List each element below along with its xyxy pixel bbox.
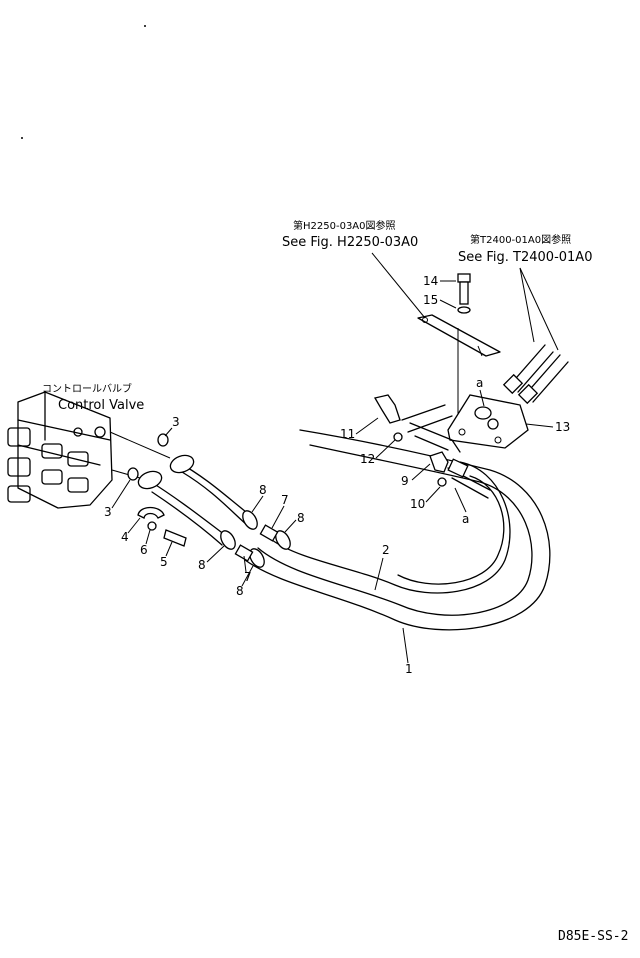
tube-nut bbox=[502, 373, 524, 395]
callout-8a: 8 bbox=[259, 483, 267, 497]
valve-port-line bbox=[109, 431, 171, 459]
callout-15: 15 bbox=[423, 293, 438, 307]
ref-left-en: See Fig. H2250-03A0 bbox=[282, 235, 418, 250]
callout-9: 9 bbox=[401, 474, 409, 488]
hose-2-inner bbox=[397, 475, 505, 585]
block-hole bbox=[494, 436, 502, 444]
control-valve-body bbox=[7, 391, 113, 509]
callout-2: 2 bbox=[382, 543, 390, 557]
hose-lower-edge bbox=[151, 491, 223, 546]
hose-to-block bbox=[401, 404, 453, 433]
callout-6: 6 bbox=[140, 543, 148, 557]
tube-nut bbox=[517, 383, 539, 405]
ref-left-jp: 第H2250-03A0図参照 bbox=[293, 219, 396, 232]
callout-14: 14 bbox=[423, 274, 438, 288]
hose-upper-edge bbox=[181, 471, 248, 526]
callout-7a: 7 bbox=[281, 493, 289, 507]
plate bbox=[417, 314, 501, 357]
clamp-part-8 bbox=[242, 510, 258, 530]
callouts: 1 2 3 3 4 5 6 7 7 8 8 8 8 9 10 11 12 13 bbox=[104, 274, 570, 676]
hose-1-outer bbox=[244, 429, 551, 631]
callout-11: 11 bbox=[340, 427, 355, 441]
block-port bbox=[487, 418, 499, 430]
hose-nut bbox=[447, 458, 469, 478]
clamp-part-8 bbox=[220, 530, 236, 550]
callout-7b: 7 bbox=[244, 570, 252, 584]
o-ring-part-10 bbox=[437, 477, 447, 487]
bolt-head-part-14 bbox=[457, 273, 471, 283]
ref-right-jp: 第T2400-01A0図参照 bbox=[470, 233, 571, 246]
callout-4: 4 bbox=[121, 530, 129, 544]
plate-mark bbox=[477, 345, 483, 357]
hose-end bbox=[409, 422, 461, 453]
hose-lower bbox=[147, 479, 226, 536]
callout-3b: 3 bbox=[104, 505, 112, 519]
block-port bbox=[474, 406, 492, 420]
speck bbox=[144, 25, 146, 27]
callout-13: 13 bbox=[555, 420, 570, 434]
hose-1-inner bbox=[257, 444, 533, 616]
sleeve-part-7 bbox=[234, 544, 254, 562]
callout-1: 1 bbox=[405, 662, 413, 676]
flange-upper bbox=[169, 454, 195, 474]
callout-a-upper: a bbox=[476, 376, 483, 390]
washer-part-15 bbox=[457, 306, 471, 314]
flange-lower bbox=[137, 470, 163, 490]
leader-ref-left bbox=[371, 252, 426, 319]
drawing-code: D85E-SS-2 bbox=[558, 929, 628, 944]
bolt-shank-part-14 bbox=[459, 281, 469, 305]
callout-8b: 8 bbox=[297, 511, 305, 525]
o-ring-part-3 bbox=[157, 433, 169, 447]
o-ring-part-12 bbox=[393, 432, 403, 442]
clamp-part-8 bbox=[249, 548, 265, 568]
hose-2 bbox=[271, 461, 511, 594]
block-hole bbox=[458, 428, 466, 436]
callout-3a: 3 bbox=[172, 415, 180, 429]
ref-right-en: See Fig. T2400-01A0 bbox=[458, 250, 592, 265]
half-clamp-part-4 bbox=[137, 506, 165, 519]
callout-12: 12 bbox=[360, 452, 375, 466]
plate-hole bbox=[422, 317, 428, 323]
callout-8d: 8 bbox=[236, 584, 244, 598]
washer-part-6 bbox=[147, 521, 157, 531]
leader-ref-right-2 bbox=[519, 267, 559, 351]
callout-10: 10 bbox=[410, 497, 425, 511]
sleeve-part-7 bbox=[259, 524, 279, 542]
speck bbox=[21, 137, 23, 139]
o-ring-part-3 bbox=[127, 467, 139, 481]
callout-8c: 8 bbox=[198, 558, 206, 572]
leader-ref-right-1 bbox=[519, 267, 535, 343]
clamp-part-8 bbox=[275, 530, 291, 550]
control-valve-label-en: Control Valve bbox=[58, 398, 144, 413]
callout-5: 5 bbox=[160, 555, 168, 569]
elbow-part-11 bbox=[373, 394, 401, 424]
callout-a-lower: a bbox=[462, 512, 469, 526]
bolt-part-5 bbox=[163, 529, 187, 547]
elbow-part-9 bbox=[429, 451, 449, 473]
control-valve-label-jp: コントロールバルブ bbox=[42, 382, 132, 395]
